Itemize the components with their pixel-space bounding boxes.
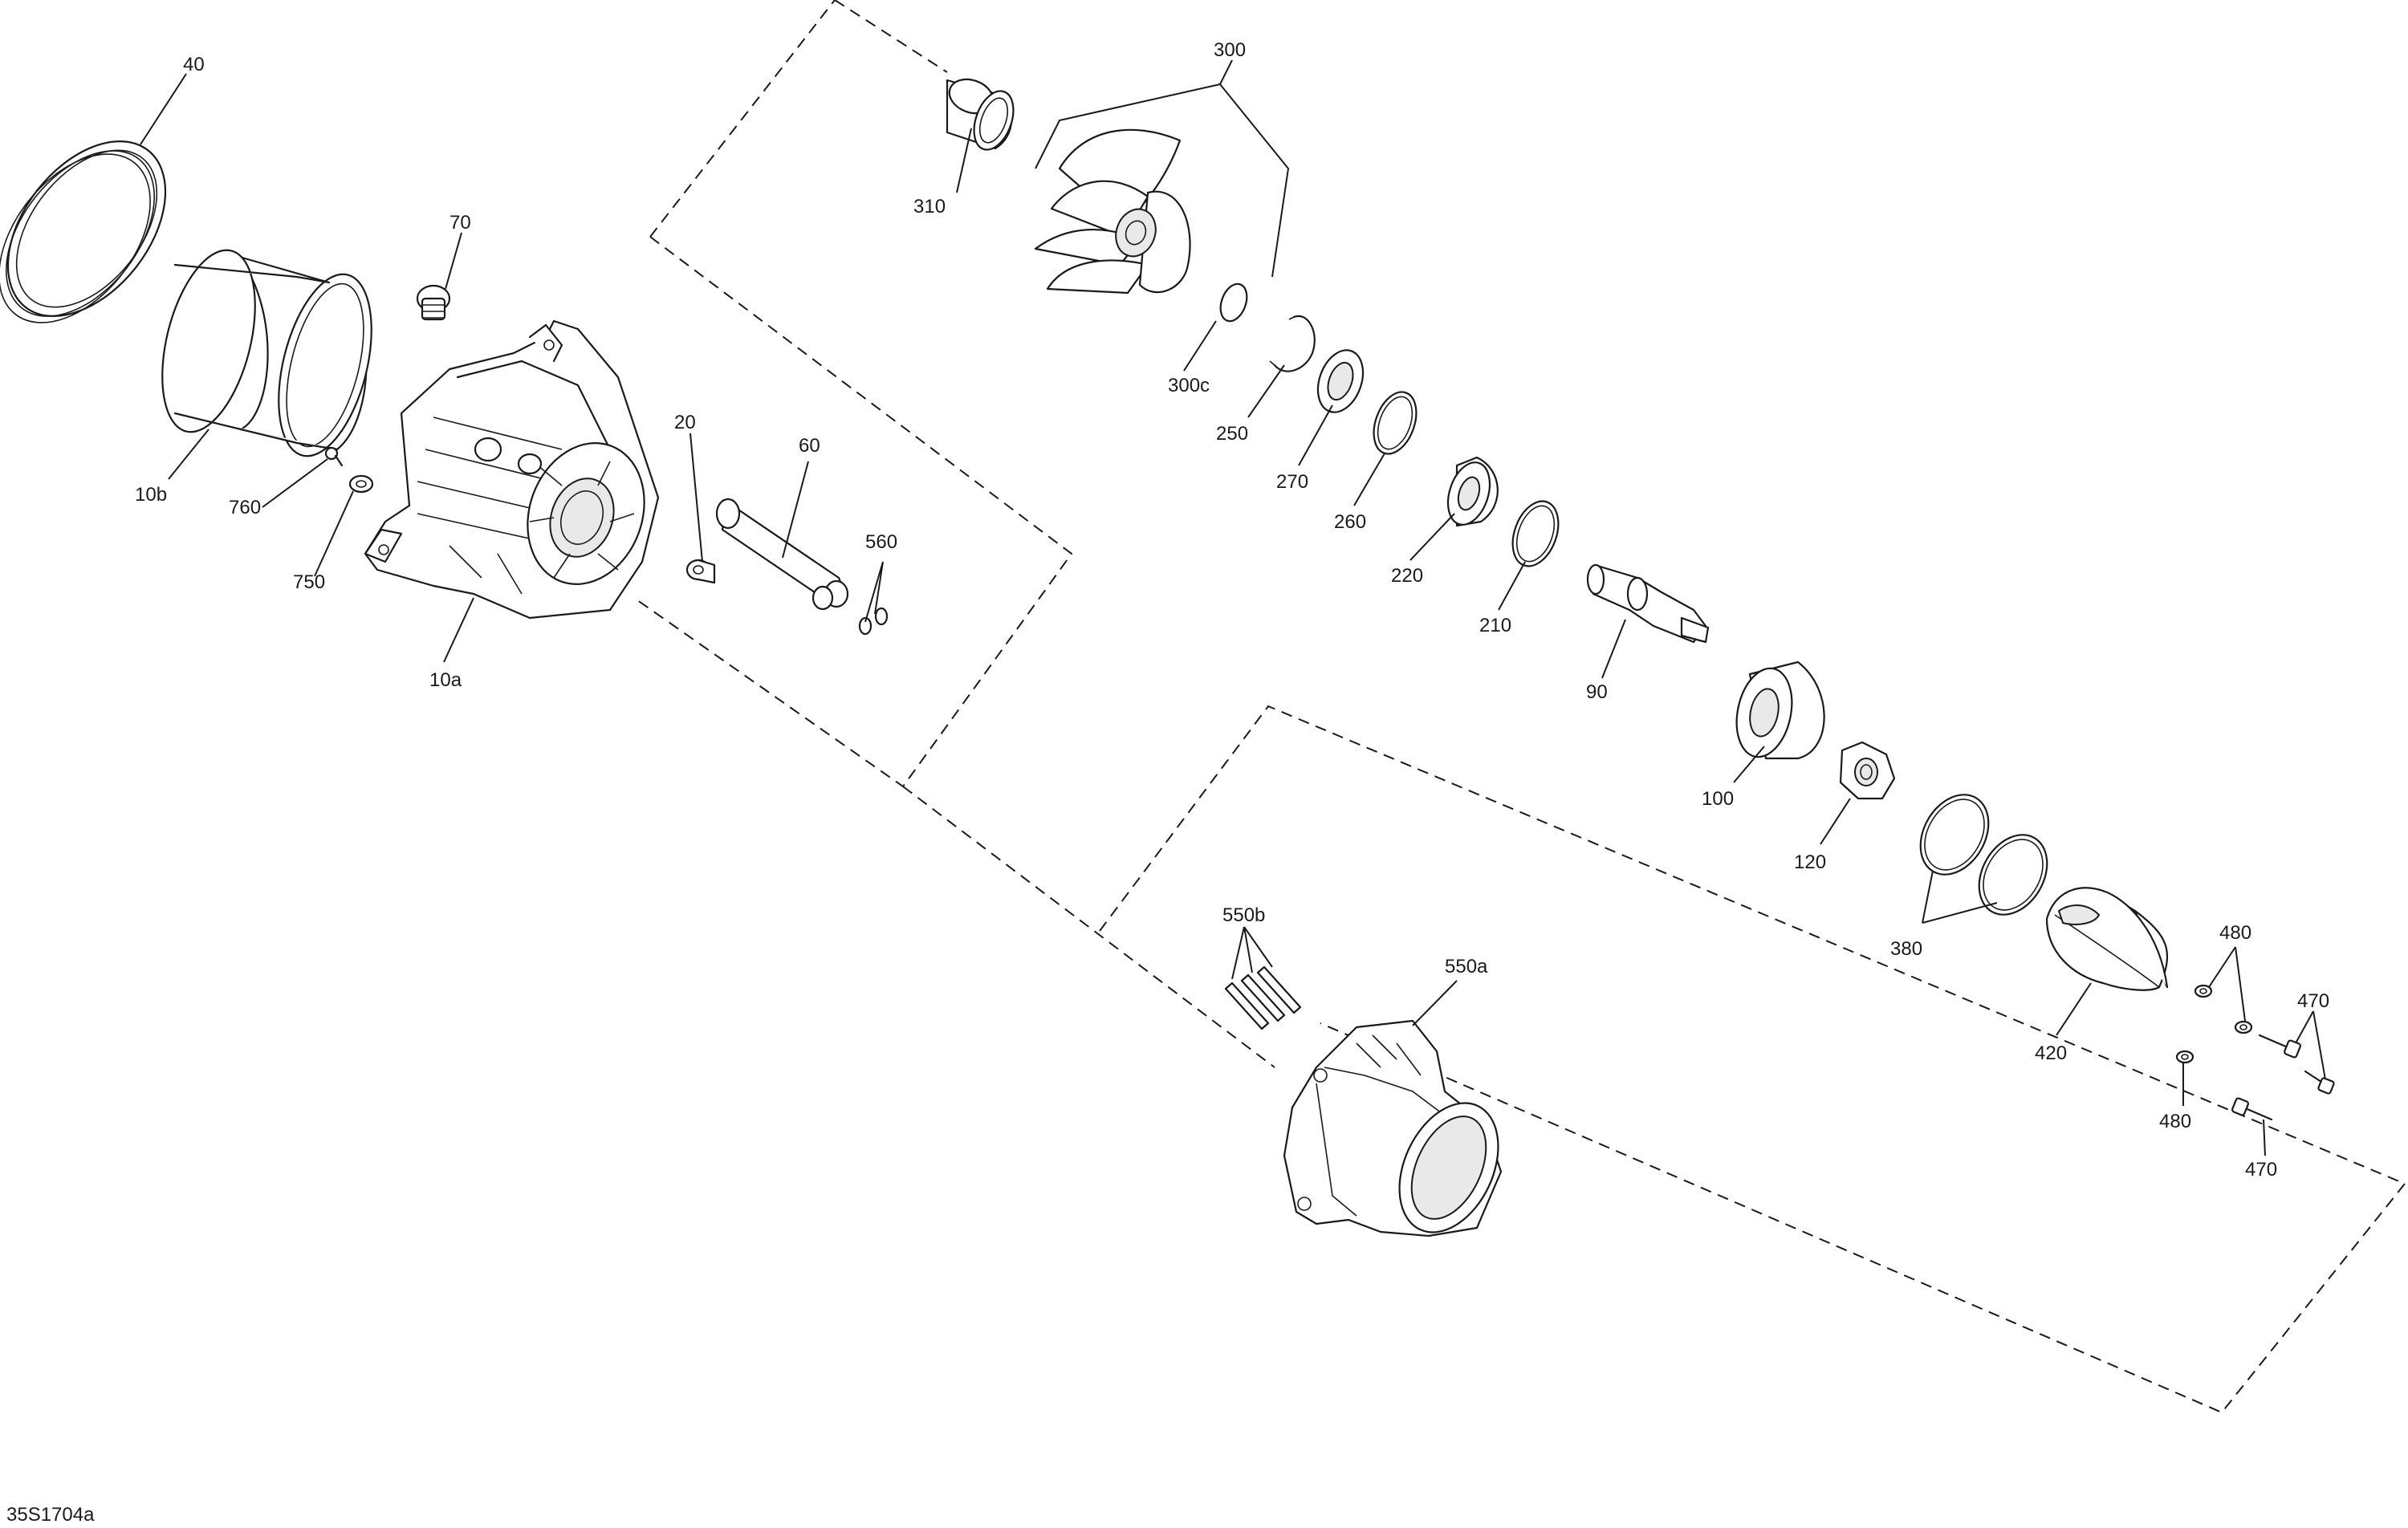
label-120: 120	[1794, 851, 1826, 873]
part-420-cone[interactable]	[2045, 887, 2169, 991]
label-20: 20	[674, 412, 696, 433]
part-250-circlip[interactable]	[1269, 315, 1316, 372]
upper-group-link-line	[834, 0, 948, 73]
label-10b: 10b	[135, 484, 167, 506]
group-boundary-upper	[633, 0, 1073, 788]
part-480-washer-middle[interactable]	[2234, 1020, 2253, 1034]
part-470-bolt-upper[interactable]	[2258, 1034, 2301, 1059]
part-310-sleeve[interactable]	[945, 74, 1021, 156]
part-120-nut[interactable]	[1839, 741, 1896, 800]
part-550b-pins[interactable]	[1224, 965, 1302, 1030]
label-560: 560	[865, 531, 897, 553]
part-210-o-ring[interactable]	[1504, 495, 1567, 573]
part-220-bearing[interactable]	[1441, 456, 1499, 530]
drawing-reference-code: 35S1704a	[6, 1504, 95, 1526]
part-10a-pump-housing[interactable]	[364, 319, 664, 620]
label-100: 100	[1702, 788, 1734, 810]
part-260-o-ring[interactable]	[1366, 386, 1424, 460]
label-480-lower: 480	[2159, 1111, 2191, 1132]
part-40-wear-ring[interactable]	[0, 112, 197, 351]
label-750: 750	[293, 571, 325, 593]
callout-labels: 40 10b 760 750 70 10a 20 60 560 300 310 …	[135, 39, 2329, 1181]
part-90-shaft[interactable]	[1586, 563, 1710, 644]
label-310: 310	[913, 196, 946, 217]
label-550a: 550a	[1445, 956, 1488, 977]
label-550b: 550b	[1222, 904, 1265, 926]
leader-lines	[140, 59, 2326, 1156]
label-380: 380	[1890, 938, 1922, 960]
part-380-o-rings[interactable]	[1907, 782, 2061, 927]
label-420: 420	[2035, 1042, 2067, 1064]
part-480-washer-upper[interactable]	[2194, 984, 2213, 998]
part-470-bolt-right[interactable]	[2304, 1070, 2335, 1095]
part-550a-venturi[interactable]	[1283, 1019, 1518, 1248]
label-90: 90	[1586, 681, 1608, 703]
part-560-o-rings[interactable]	[858, 607, 889, 636]
label-760: 760	[229, 497, 261, 518]
label-270: 270	[1276, 471, 1308, 493]
label-470-upper: 470	[2297, 990, 2329, 1012]
label-300: 300	[1214, 39, 1246, 61]
group-boundary-lower	[902, 705, 2406, 1414]
label-60: 60	[799, 435, 820, 457]
part-760-screw[interactable]	[324, 446, 344, 467]
label-220: 220	[1391, 565, 1423, 587]
part-20-bushing[interactable]	[685, 559, 716, 584]
label-40: 40	[183, 54, 205, 75]
label-210: 210	[1479, 615, 1511, 636]
part-470-bolt-lower[interactable]	[2231, 1097, 2273, 1121]
part-100-bearing[interactable]	[1729, 660, 1825, 762]
label-300c: 300c	[1168, 375, 1210, 396]
part-300-impeller[interactable]	[1034, 128, 1191, 295]
part-10b-liner-sleeve[interactable]	[145, 241, 388, 465]
label-10a: 10a	[429, 669, 462, 691]
label-480-upper: 480	[2219, 922, 2251, 944]
label-470-lower: 470	[2245, 1159, 2277, 1181]
part-750-washer[interactable]	[348, 474, 374, 494]
label-250: 250	[1216, 423, 1248, 445]
part-60-shaft[interactable]	[715, 498, 849, 611]
part-300c-ring[interactable]	[1216, 280, 1252, 324]
label-70: 70	[449, 212, 471, 234]
part-70-plug[interactable]	[416, 284, 451, 321]
label-260: 260	[1334, 511, 1366, 533]
part-270-seal[interactable]	[1310, 344, 1371, 419]
part-480-washer-lower[interactable]	[2175, 1050, 2194, 1064]
